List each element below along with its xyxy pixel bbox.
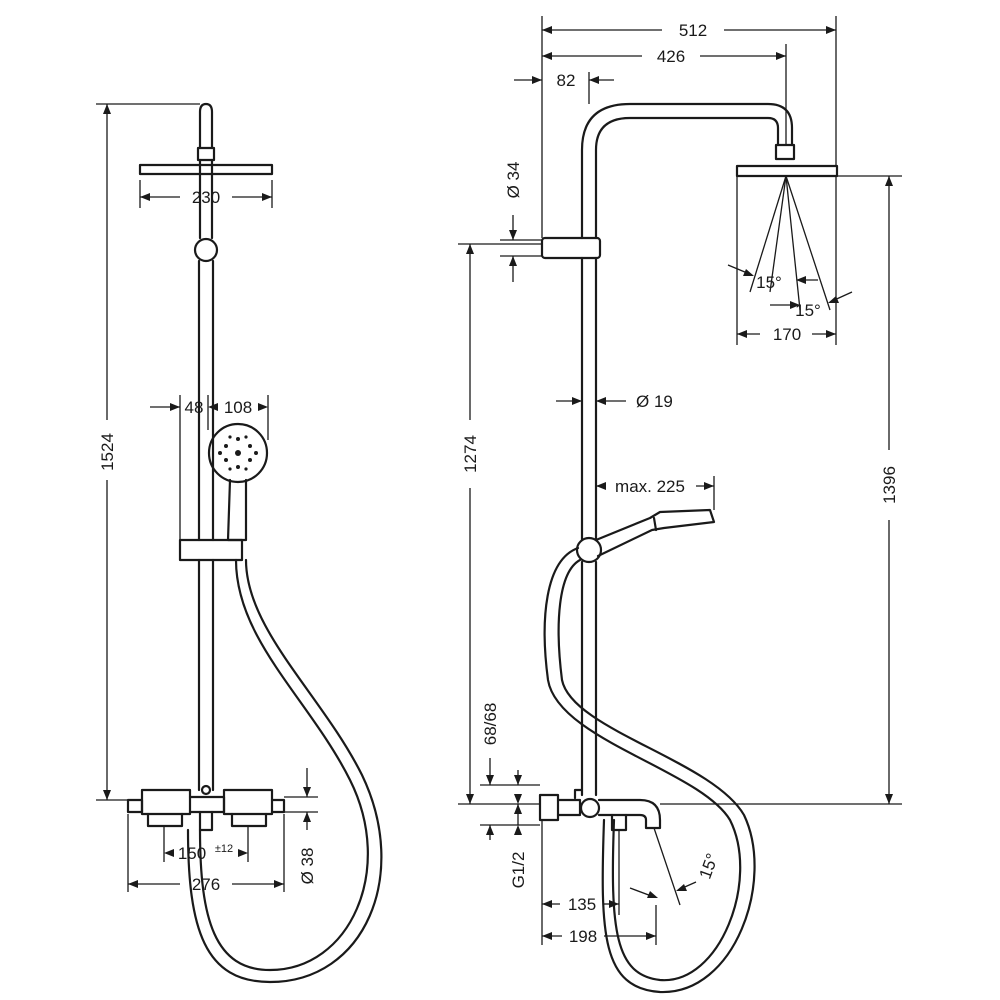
side-handshower-detail — [652, 516, 658, 532]
dim-head-height: 1396 — [660, 175, 902, 805]
rail-joint — [193, 237, 219, 263]
dim-handshower-max: max. 225 — [596, 476, 715, 510]
arm-outer — [580, 102, 794, 240]
dim-rail-height: 1274 — [458, 243, 542, 805]
handshower-handle — [226, 478, 248, 542]
label-rail-height: 1274 — [461, 435, 480, 473]
dim-wall-offset: 82 — [514, 71, 614, 104]
side-handshower — [594, 508, 716, 558]
front-view: 230 1524 48 108 — [96, 102, 383, 984]
dim-bracket-dia: Ø 34 — [500, 162, 542, 282]
dim-side-head-width: 170 — [737, 325, 836, 344]
dim-mixer-spacing: 150 ±12 — [163, 826, 249, 863]
side-mixer-body — [556, 798, 582, 817]
side-overhead-head — [735, 164, 839, 178]
label-head-angle-right: 15° — [795, 301, 821, 320]
dim-total-depth: 512 — [541, 16, 837, 238]
dim-mixer-width: 276 — [127, 814, 285, 894]
hose-outer — [198, 558, 369, 972]
side-slider — [575, 536, 603, 564]
label-mixer-width: 276 — [192, 875, 220, 894]
side-head-connector — [774, 143, 796, 161]
label-handshower-width: 108 — [224, 398, 252, 417]
slider-bracket — [178, 538, 244, 562]
wall-bracket — [540, 236, 602, 260]
arm-inner — [594, 116, 780, 240]
side-mixer-valve — [579, 797, 601, 819]
wall-flange-right — [230, 812, 268, 828]
handshower-face — [207, 422, 269, 484]
mixer-connector — [200, 784, 212, 796]
angle-arrows — [727, 264, 853, 309]
side-spout — [597, 798, 662, 830]
dim-handshower: 48 108 — [150, 395, 269, 540]
dim-head-width: 230 — [139, 180, 273, 208]
label-mixer-tolerance: ±12 — [215, 843, 233, 855]
label-head-width: 230 — [192, 188, 220, 207]
mixer-handle-left — [140, 788, 192, 816]
label-pipe-dia: Ø 38 — [298, 848, 317, 885]
hose-inner — [186, 558, 383, 984]
side-hose-outer — [543, 546, 742, 982]
mixer-end-right — [270, 798, 286, 814]
dim-arm-reach: 426 — [542, 44, 787, 145]
spray-angle-lines — [736, 175, 837, 345]
label-thread: G1/2 — [509, 852, 528, 889]
label-wall-offset: 82 — [557, 71, 576, 90]
side-hose-inner — [557, 558, 756, 994]
label-rail-dia: Ø 19 — [636, 392, 673, 411]
dim-spout-long: 198 — [542, 905, 657, 946]
label-inlet-offset: 68/68 — [481, 703, 500, 746]
label-handshower-max: max. 225 — [615, 477, 685, 496]
overhead-shower-head — [138, 163, 274, 176]
dim-rail-dia: Ø 19 — [556, 392, 673, 411]
label-head-angle-left: 15° — [756, 273, 782, 292]
label-bracket-dia: Ø 34 — [504, 162, 523, 199]
dim-spout-angle: 15° — [629, 827, 723, 906]
label-head-height: 1396 — [880, 466, 899, 504]
mixer-outlet — [198, 810, 214, 832]
label-side-head-width: 170 — [773, 325, 801, 344]
side-mixer-top — [573, 788, 584, 800]
riser-stub — [198, 102, 214, 150]
label-spout-long: 198 — [569, 927, 597, 946]
label-handshower-offset: 48 — [185, 398, 204, 417]
head-connector — [196, 146, 216, 162]
label-arm-reach: 426 — [657, 47, 685, 66]
wall-flange-left — [146, 812, 184, 828]
label-spout-angle: 15° — [696, 851, 723, 882]
label-total-depth: 512 — [679, 21, 707, 40]
side-mixer-handle — [538, 793, 560, 822]
dim-spout-short: 135 — [541, 820, 620, 945]
mixer-body — [188, 795, 226, 814]
dim-inlet-offset: 68/68 — [480, 703, 540, 840]
side-view: 512 426 82 Ø 34 — [458, 16, 902, 994]
handshower-nozzles — [218, 435, 258, 471]
mixer-handle-right — [222, 788, 274, 816]
label-spout-short: 135 — [568, 895, 596, 914]
dim-pipe-dia: Ø 38 — [284, 768, 318, 884]
label-total-height: 1524 — [98, 433, 117, 471]
dim-total-height: 1524 — [96, 103, 200, 801]
label-mixer-spacing: 150 — [178, 844, 206, 863]
mixer-end-left — [126, 798, 144, 814]
